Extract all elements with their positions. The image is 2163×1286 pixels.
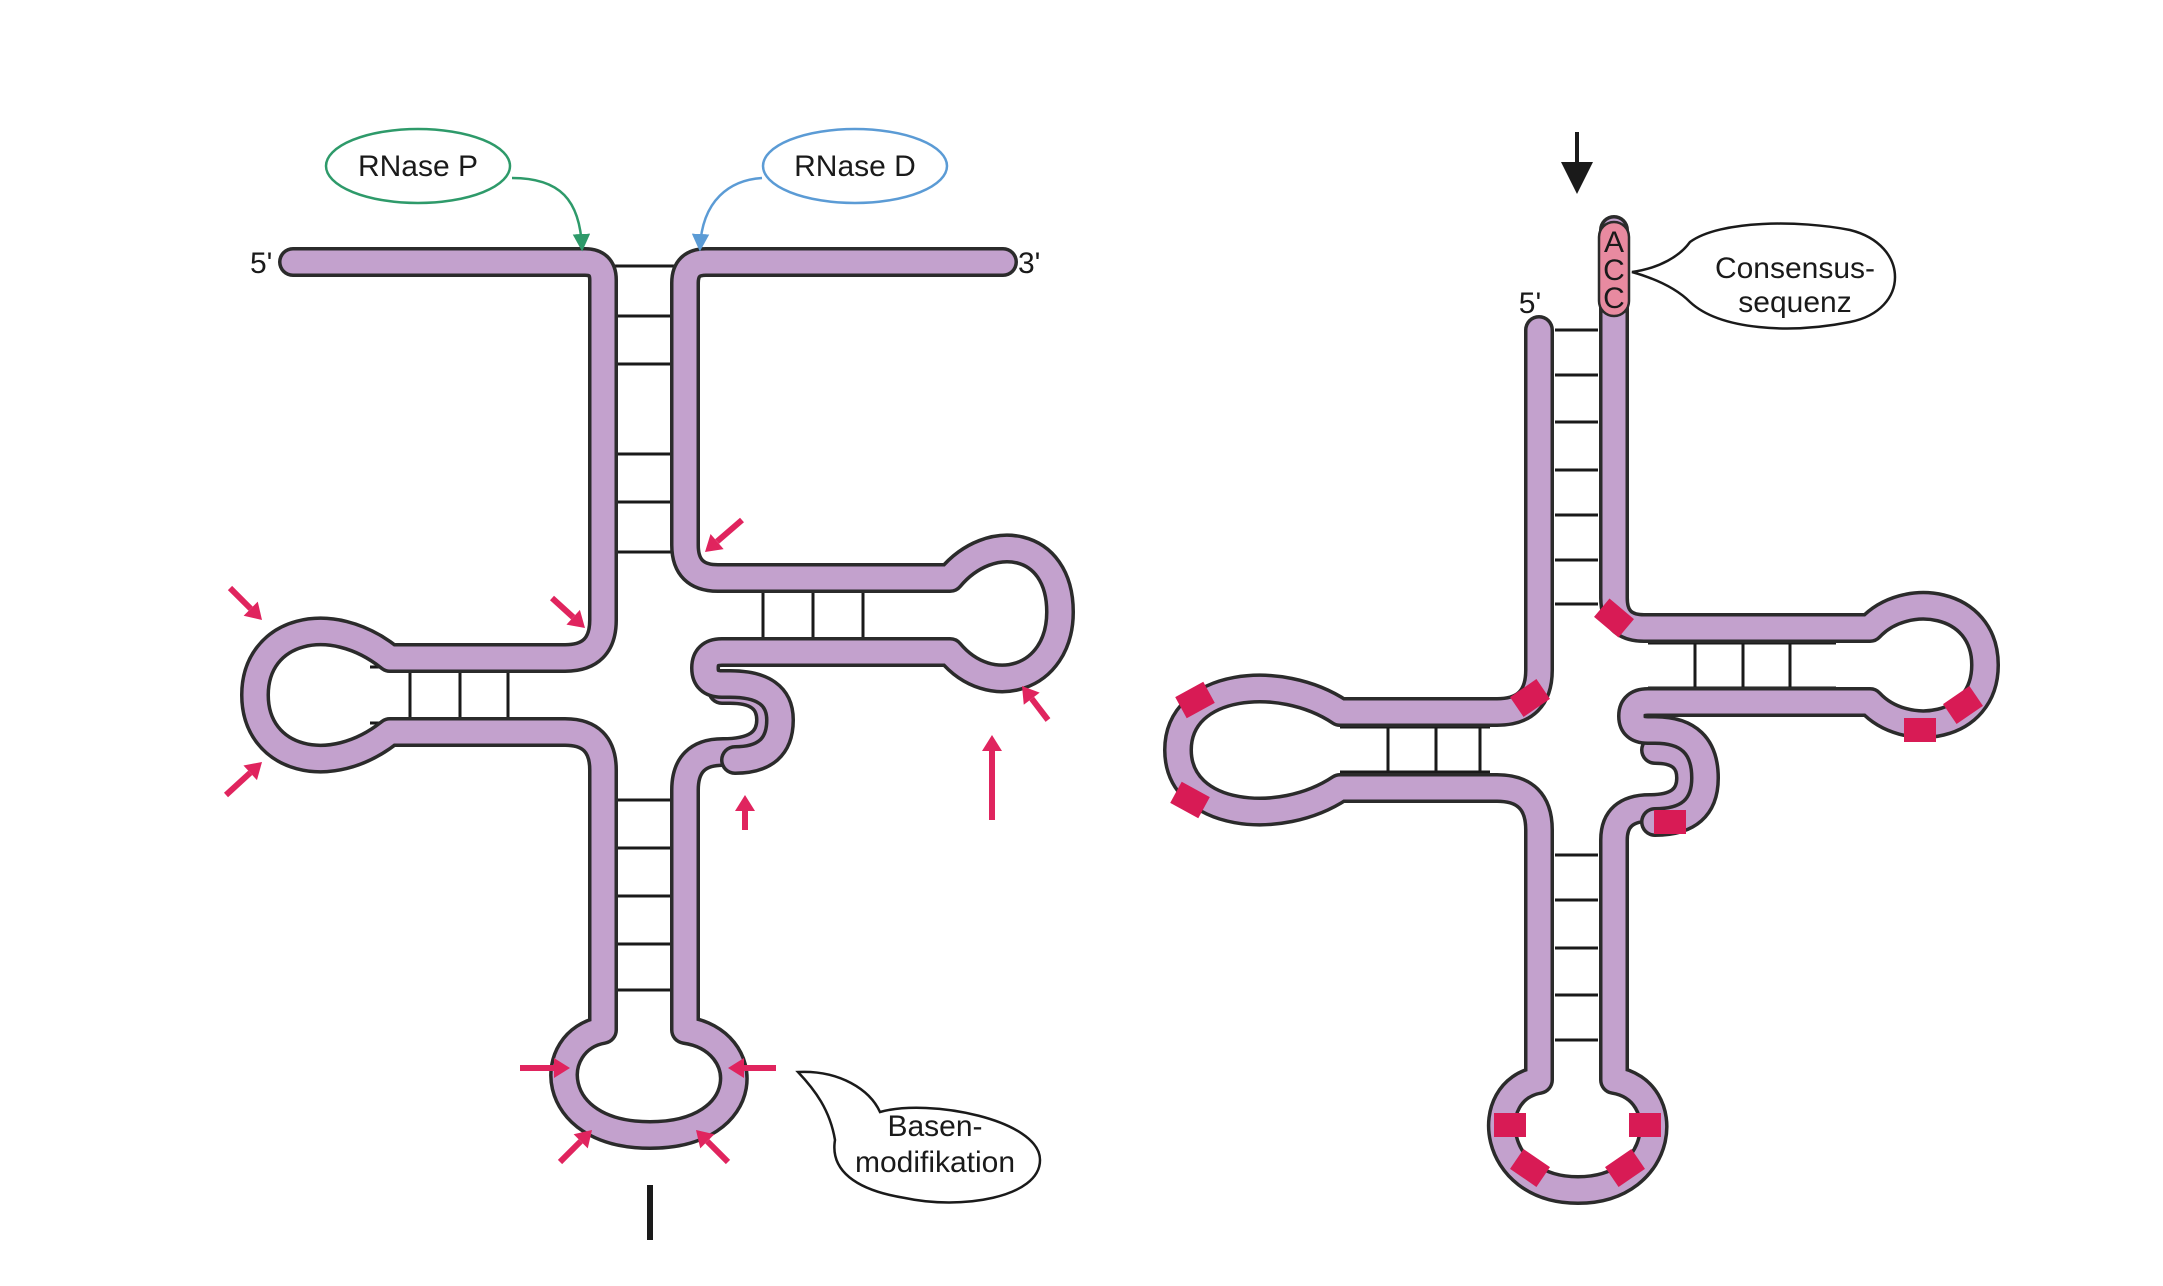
modified-base-segment xyxy=(1629,1113,1661,1137)
modification-arrow-head xyxy=(728,1058,744,1078)
d-arm-rungs-left xyxy=(370,665,558,725)
pre-trna: 5' 3' RNase P RNase D Basen- modifikatio… xyxy=(240,127,1075,1240)
acc-letter-c1: C xyxy=(1603,254,1625,287)
modified-base-segment xyxy=(1510,1149,1550,1187)
modification-arrow-head xyxy=(705,533,724,552)
modification-arrow-head xyxy=(554,1058,570,1078)
modification-arrow-shaft xyxy=(1029,696,1051,722)
consensus-label-line2: sequenz xyxy=(1738,286,1851,319)
rna-strand-3prime-right xyxy=(1602,218,1997,834)
modification-arrow-shaft xyxy=(227,585,253,611)
rnase-p-ellipse xyxy=(324,127,512,205)
acc-letter-c2: C xyxy=(1603,282,1625,315)
modification-arrow-shaft xyxy=(557,1139,583,1165)
modified-base-segment xyxy=(1594,598,1634,638)
acc-block xyxy=(1597,220,1631,318)
modified-base-segment xyxy=(1943,686,1983,724)
modified-base-segment xyxy=(1510,679,1550,717)
modified-base-segment xyxy=(1170,781,1210,819)
mature-trna: A C C 5' Consensus- sequenz xyxy=(1163,132,2000,1205)
modification-arrow-head xyxy=(243,601,262,620)
modification-arrow-head xyxy=(573,1130,592,1149)
basen-bubble xyxy=(795,1070,1042,1204)
acceptor-stem-rungs-left xyxy=(612,264,676,554)
three-prime-label-left: 3' xyxy=(1018,247,1040,280)
modified-bases xyxy=(1170,598,1983,1187)
modified-base-segment xyxy=(1904,718,1936,742)
five-prime-label-right: 5' xyxy=(1519,287,1541,320)
rna-strand-5prime-left xyxy=(243,250,782,1147)
acceptor-stem-rungs-right xyxy=(1555,328,1598,606)
basen-label-line2: modifikation xyxy=(855,1146,1015,1179)
rnase-d-label: RNase D xyxy=(794,150,916,183)
acc-terminus: A C C xyxy=(1597,220,1631,318)
rnase-p-arrow xyxy=(511,176,591,252)
modification-arrow-head xyxy=(982,735,1002,751)
rnase-d-callout: RNase D xyxy=(691,127,949,252)
modification-arrow-head xyxy=(243,762,262,781)
modification-arrow-shaft xyxy=(715,517,744,544)
consensus-callout: Consensus- sequenz xyxy=(1631,222,1897,330)
rnase-d-arrow xyxy=(691,176,763,252)
modified-base-segment xyxy=(1494,1113,1526,1137)
modification-arrow-head xyxy=(735,795,755,811)
modification-arrow-head xyxy=(696,1130,715,1149)
modification-arrow-head xyxy=(1022,686,1040,705)
five-prime-label-left: 5' xyxy=(250,247,272,280)
modified-base-segment xyxy=(1175,681,1215,719)
basenmodifikation-callout: Basen- modifikation xyxy=(795,1070,1042,1204)
anticodon-stem-rungs-right xyxy=(1555,853,1598,1042)
t-arm-rungs-left xyxy=(710,586,915,646)
modification-arrow-head xyxy=(566,609,585,628)
anticodon-stem-rungs-left xyxy=(612,798,676,992)
modified-base-segment xyxy=(1605,1149,1645,1187)
basen-label-line1: Basen- xyxy=(887,1110,982,1143)
rnase-p-label: RNase P xyxy=(358,150,478,183)
rna-strand-3prime-left xyxy=(673,250,1072,772)
base-modification-arrows xyxy=(223,517,1051,1165)
rna-strand-5prime-right xyxy=(1166,318,1702,1202)
modification-arrow-shaft xyxy=(549,595,576,620)
modification-arrow-shaft xyxy=(705,1139,731,1165)
d-arm-rungs-right xyxy=(1340,725,1490,774)
consensus-label-line1: Consensus- xyxy=(1715,252,1875,285)
rnase-d-ellipse xyxy=(761,127,949,205)
consensus-bubble xyxy=(1631,222,1897,330)
rnase-p-callout: RNase P xyxy=(324,127,591,252)
t-arm-rungs-right xyxy=(1648,641,1836,690)
modification-arrow-shaft xyxy=(223,770,253,798)
modified-base-segment xyxy=(1654,810,1686,834)
acc-letter-a: A xyxy=(1604,226,1624,259)
